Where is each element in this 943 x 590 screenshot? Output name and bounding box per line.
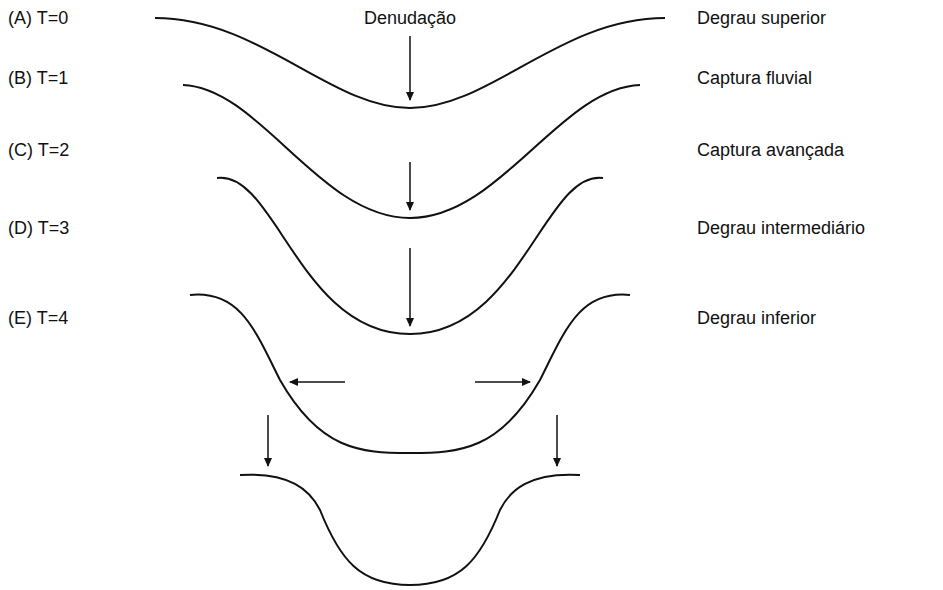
lowering-arrow: [556, 415, 558, 466]
stage-label: Degrau intermediário: [697, 218, 865, 238]
denudation-arrow: [409, 36, 411, 100]
stage-label: Degrau superior: [697, 8, 826, 28]
retreat-arrow: [475, 381, 530, 383]
valley-profile: [240, 475, 580, 585]
denudation-arrow: [409, 162, 411, 210]
retreat-arrow: [290, 381, 345, 383]
time-label: (D) T=3: [8, 218, 69, 238]
valley-profile: [183, 85, 640, 218]
time-label: (C) T=2: [8, 140, 69, 160]
stage-label: Degrau inferior: [697, 308, 816, 328]
time-label: (E) T=4: [8, 308, 68, 328]
stage-label: Captura fluvial: [697, 68, 812, 88]
lowering-arrow: [267, 415, 269, 466]
valley-profile: [155, 18, 665, 108]
stage-label: Captura avançada: [697, 140, 844, 160]
time-label: (B) T=1: [8, 68, 68, 88]
process-label: Denudação: [364, 8, 456, 28]
denudation-arrow: [409, 248, 411, 326]
time-label: (A) T=0: [8, 8, 68, 28]
